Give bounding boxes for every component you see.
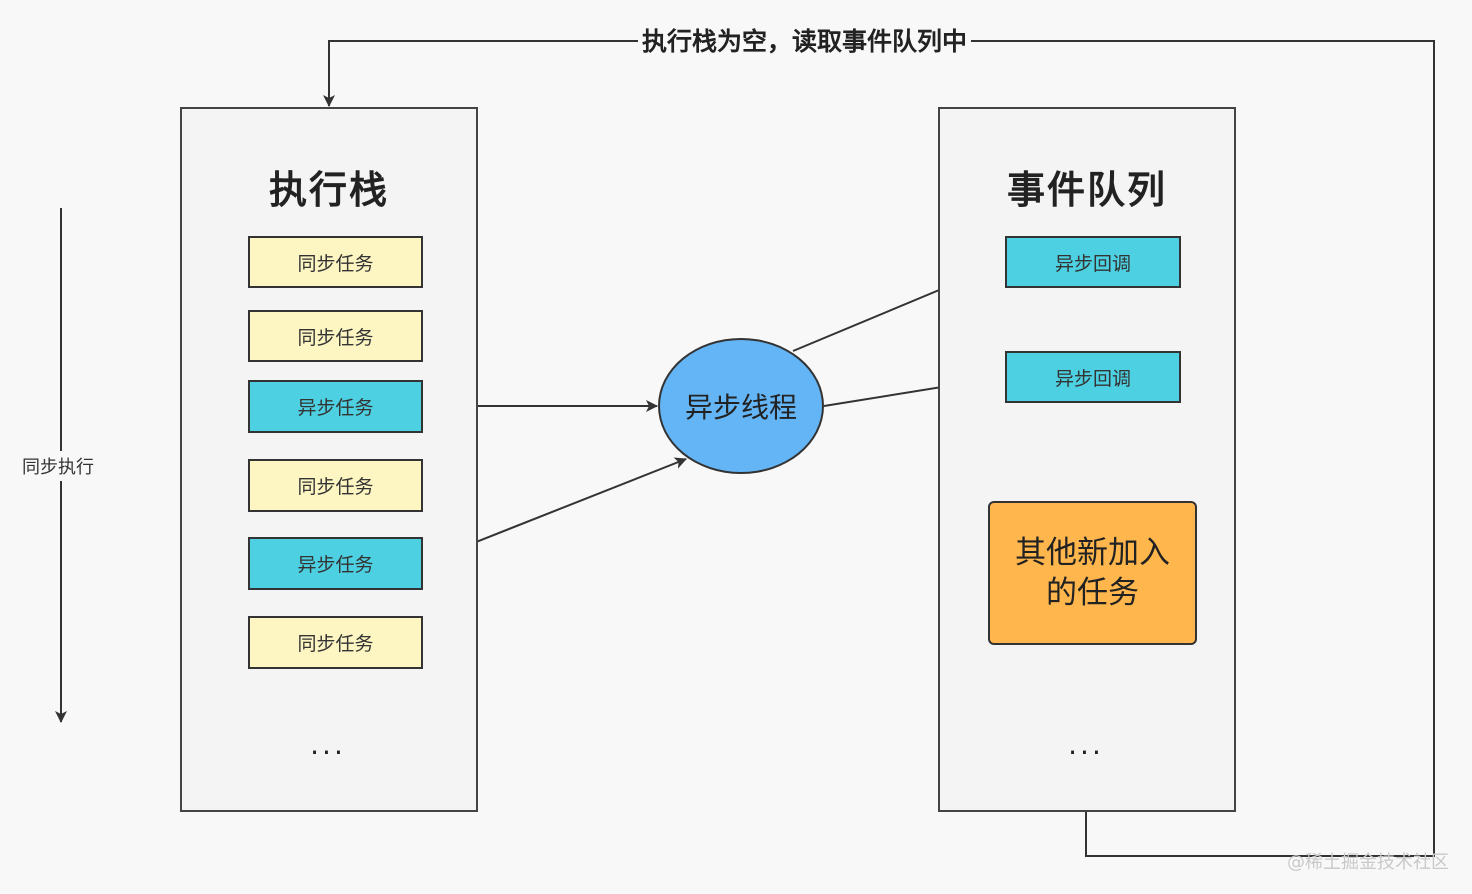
event-queue-title: 事件队列 xyxy=(1006,168,1167,212)
execution-stack-panel: 执行栈 xyxy=(180,107,478,812)
queue-callback-2: 异步回调 xyxy=(1005,351,1181,403)
stack-task-2: 同步任务 xyxy=(248,310,423,362)
stack-task-3: 异步任务 xyxy=(248,380,423,433)
queue-new-tasks-label: 其他新加入的任务 xyxy=(1015,535,1170,611)
queue-ellipsis: ... xyxy=(1068,728,1104,761)
stack-task-4: 同步任务 xyxy=(248,459,423,512)
watermark: @稀土掘金技术社区 xyxy=(1287,852,1449,873)
queue-callback-1: 异步回调 xyxy=(1005,236,1181,288)
async-thread-label: 异步线程 xyxy=(684,391,797,424)
loop-label: 执行栈为空，读取事件队列中 xyxy=(638,22,972,58)
queue-new-tasks: 其他新加入的任务 xyxy=(988,501,1197,645)
stack-task-1: 同步任务 xyxy=(248,236,423,288)
stack-ellipsis: ... xyxy=(310,728,346,761)
async-thread-node: 异步线程 xyxy=(658,338,824,474)
stack-task-5: 异步任务 xyxy=(248,537,423,590)
loop-connector xyxy=(323,40,1435,857)
execution-stack-title: 执行栈 xyxy=(268,168,389,212)
stack-task-6: 同步任务 xyxy=(248,616,423,669)
event-queue-panel: 事件队列 xyxy=(938,107,1236,812)
sync-execution-label: 同步执行 xyxy=(20,451,96,481)
